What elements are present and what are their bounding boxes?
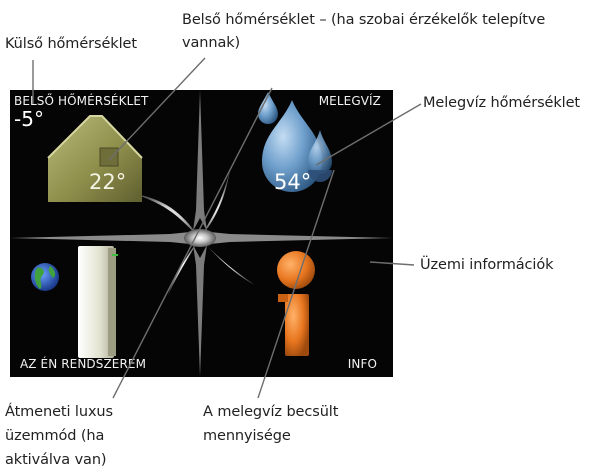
leader-lines <box>0 0 609 473</box>
